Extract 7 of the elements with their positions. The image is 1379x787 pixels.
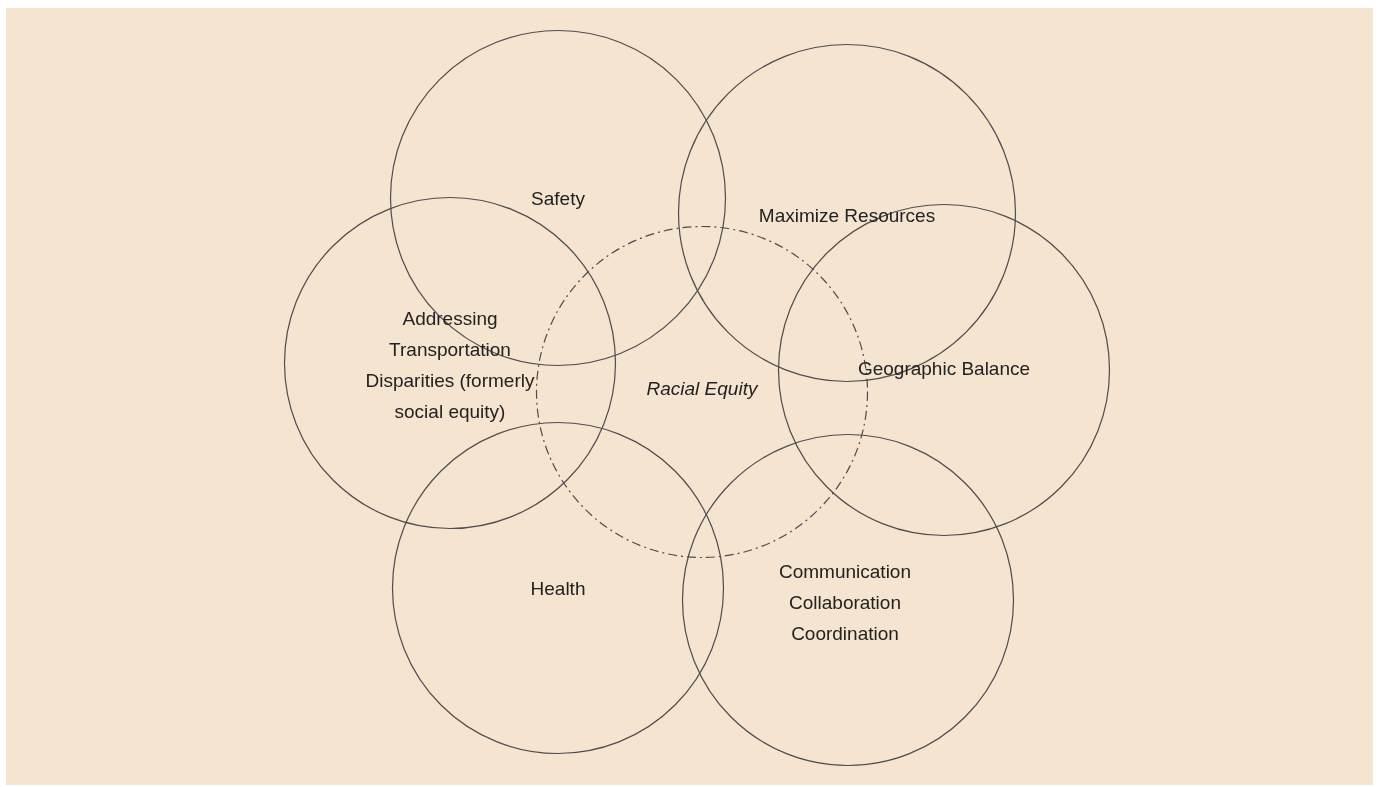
circle-label: Racial Equity	[645, 376, 760, 401]
circle-label: Communication Collaboration Coordination	[778, 559, 912, 646]
venn-circle	[392, 422, 724, 754]
venn-circle	[390, 30, 726, 366]
circle-label: Health	[529, 576, 587, 601]
circle-label: Safety	[530, 186, 586, 211]
venn-circle	[682, 434, 1014, 766]
